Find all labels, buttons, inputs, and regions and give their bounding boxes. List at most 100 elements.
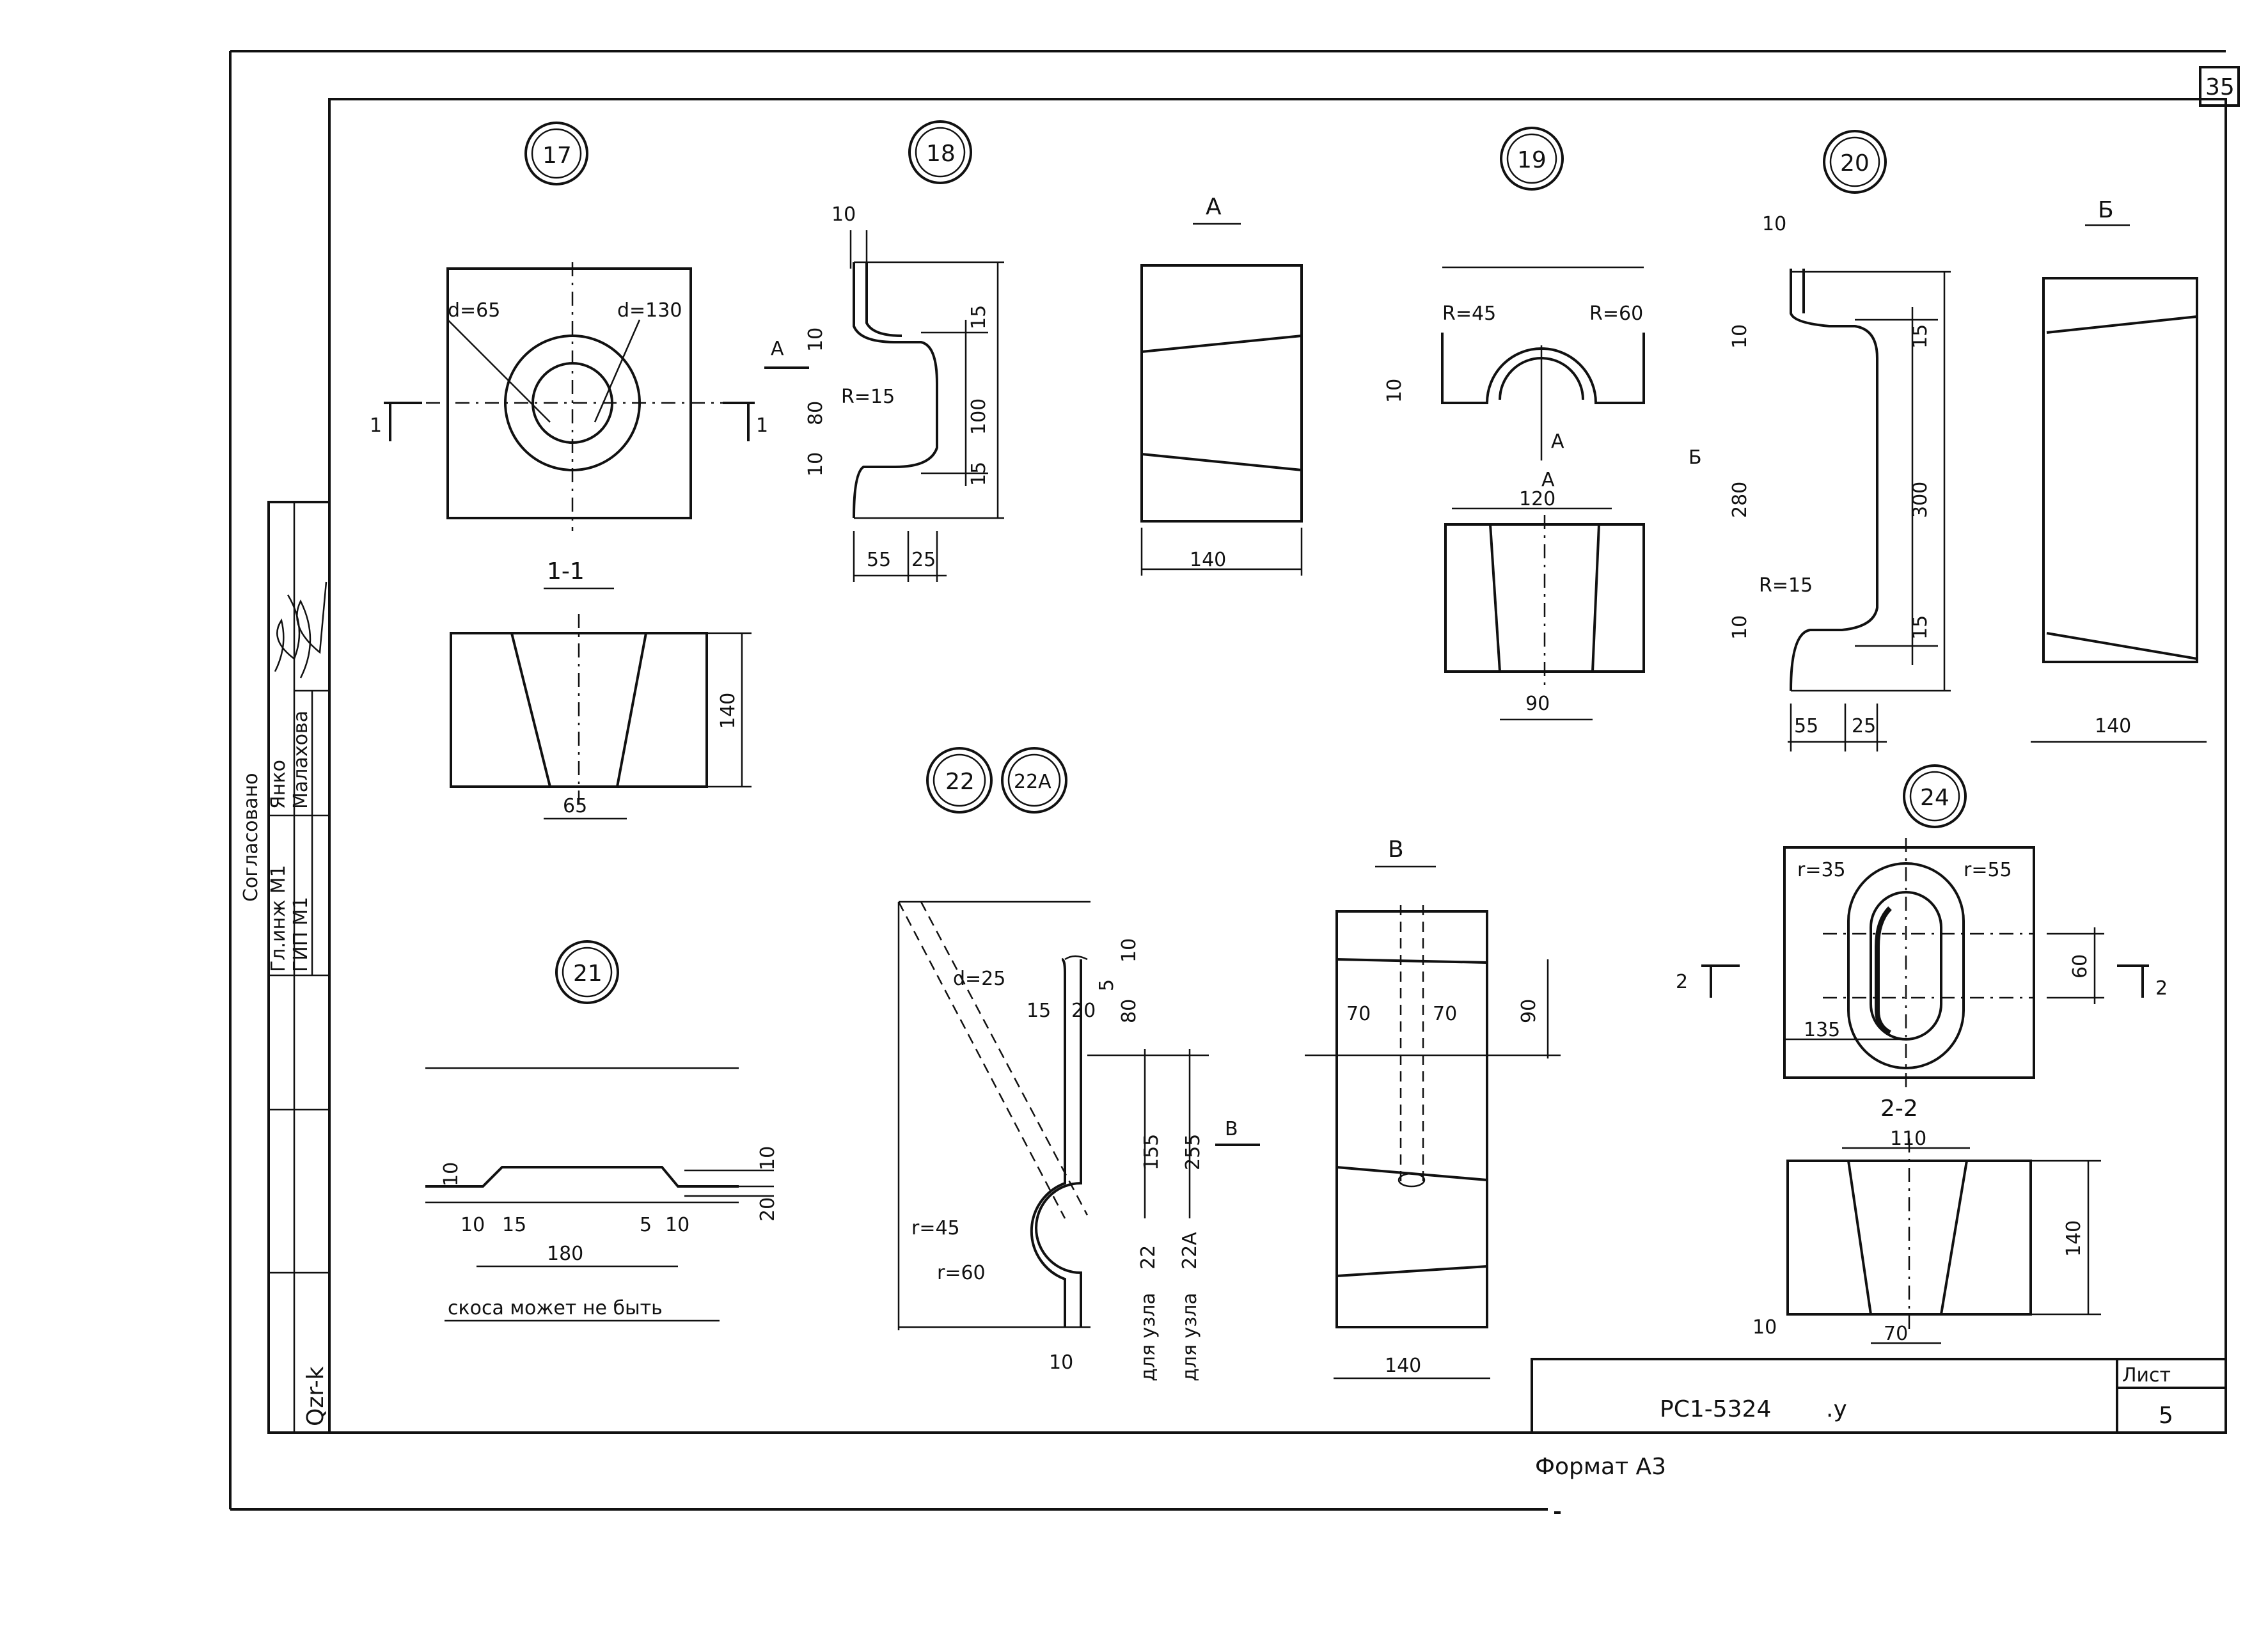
detail-21-w-d: 5 (640, 1214, 652, 1236)
detail-20-dim-bot: 10 (1729, 615, 1751, 640)
detail-20-dim-r3: 15 (1909, 615, 1932, 640)
view-v-w2: 70 (1433, 1003, 1457, 1025)
detail-20-dim-r1: 15 (1909, 324, 1932, 349)
outer-border (229, 50, 2226, 1514)
detail-18-dim-mid: 80 (805, 401, 827, 425)
detail-18-dim-r3: 15 (968, 462, 990, 486)
corner-number: 35 (2205, 74, 2235, 100)
detail-21-w-c: 180 (547, 1243, 583, 1265)
detail-17-d-outer: d=130 (617, 299, 682, 322)
detail-19-thickness: 10 (1383, 379, 1406, 403)
detail-20-number: 20 (1840, 150, 1870, 177)
view-b-cyr-title: Б (2098, 197, 2114, 223)
detail-21-w-e: 10 (665, 1214, 689, 1236)
detail-17-height: 140 (717, 693, 739, 729)
detail-17-number: 17 (542, 143, 572, 169)
detail-24-w: 135 (1804, 1019, 1840, 1041)
detail-22-number: 22 (945, 769, 975, 795)
detail-17-bottom-width: 65 (563, 795, 587, 817)
approval-role-2: ГИП М1 (290, 897, 312, 972)
approval-block: Согласовано Гл.инж М1 ГИП М1 Янко Малахо… (240, 501, 331, 1434)
detail-20-dim-r2: 300 (1909, 482, 1932, 518)
format-label: Формат А3 (1535, 1454, 1666, 1480)
detail-24-top-width: 110 (1890, 1128, 1926, 1150)
detail-24: 24 r=35 r=55 60 135 2 2 2-2 110 140 10 7… (1676, 764, 2168, 1345)
view-a-width: 140 (1190, 549, 1226, 571)
detail-20-width-1: 55 (1794, 715, 1818, 737)
detail-24-h: 60 (2069, 954, 2091, 979)
title-block: РС1-5324 .у Лист 5 Формат А3 (1531, 1358, 2227, 1480)
detail-22-r2: r=60 (937, 1262, 986, 1284)
view-b-cyr: Б 140 (2031, 197, 2207, 743)
detail-24-thickness: 10 (1752, 1316, 1777, 1339)
corner-number-box: 35 (2199, 66, 2240, 107)
view-v: B 70 70 90 140 (1305, 837, 1561, 1380)
detail-18-radius: R=15 (841, 386, 895, 408)
detail-17-d-inner: d=65 (448, 299, 500, 322)
detail-18-dim-bot: 10 (805, 452, 827, 476)
section-2-2-title: 2-2 (1880, 1096, 1918, 1122)
detail-22-h4: 155 (1140, 1134, 1163, 1170)
detail-24-r1: r=35 (1797, 859, 1846, 881)
detail-20-thickness: 10 (1762, 213, 1786, 235)
detail-17-cut-left: 1 (370, 414, 382, 437)
detail-19: 19 R=45 R=60 10 A A 120 90 (1383, 127, 1645, 721)
detail-20-arrow-label: Б (1689, 446, 1702, 469)
detail-22-w1: 15 (1027, 1000, 1051, 1022)
detail-19-number: 19 (1517, 147, 1547, 173)
detail-21-w-a: 10 (461, 1214, 485, 1236)
detail-20-width-2: 25 (1852, 715, 1876, 737)
detail-18-number: 18 (926, 141, 956, 167)
view-v-h: 90 (1518, 999, 1540, 1023)
detail-18-dim-r2: 100 (968, 398, 990, 435)
detail-20-dim-top: 10 (1729, 324, 1751, 349)
detail-18-width-1: 55 (867, 549, 891, 571)
detail-21: 21 10 10 20 10 15 5 10 180 скоса может н… (425, 940, 779, 1322)
detail-19-r1: R=45 (1442, 303, 1496, 325)
view-v-width: 140 (1385, 1355, 1421, 1377)
detail-21-dim-left: 10 (440, 1162, 462, 1186)
view-v-title: B (1388, 837, 1404, 863)
approval-title: Согласовано (240, 773, 262, 902)
detail-18-thickness: 10 (831, 203, 856, 226)
side-stamp: Qzr-k (303, 1366, 329, 1426)
detail-22-note1: для узла (1137, 1293, 1160, 1381)
detail-20-radius: R=15 (1759, 574, 1813, 597)
sheet-number: 5 (2159, 1403, 2173, 1429)
detail-22-h1: 5 (1096, 979, 1118, 991)
detail-24-h2: 140 (2063, 1220, 2085, 1257)
detail-22-ref1: 22 (1137, 1245, 1160, 1270)
view-b-cyr-width: 140 (2095, 715, 2131, 737)
detail-18: 18 10 A 10 80 10 15 100 15 R=15 55 25 (764, 120, 1004, 582)
detail-18-dim-r1: 15 (968, 305, 990, 329)
view-a: A 140 (1140, 194, 1303, 576)
section-1-1-title: 1-1 (547, 558, 585, 585)
signature-2 (296, 581, 327, 679)
detail-24-cut-left: 2 (1676, 971, 1688, 993)
detail-19-bottom-width: 90 (1525, 693, 1550, 715)
detail-20: 20 10 Б 10 280 10 15 300 15 R=15 55 25 (1689, 130, 1951, 751)
doc-suffix: .у (1826, 1396, 1847, 1422)
sheet-label: Лист (2122, 1364, 2171, 1387)
detail-22: 22 22А d=25 r=45 r=60 15 20 5 10 80 155 … (897, 747, 1260, 1381)
detail-22-arrow: B (1225, 1118, 1238, 1140)
doc-code: РС1-5324 (1660, 1396, 1771, 1422)
detail-24-number: 24 (1920, 785, 1949, 811)
detail-21-number: 21 (573, 961, 602, 987)
approval-name-2: Малахова (290, 711, 312, 809)
signature-1 (274, 594, 301, 672)
detail-21-note: скоса может не быть (448, 1297, 663, 1319)
approval-role-1: Гл.инж М1 (267, 865, 290, 972)
detail-22-r1: r=45 (911, 1217, 960, 1239)
detail-22-h3: 80 (1118, 999, 1140, 1023)
detail-19-section-title: A (1541, 469, 1555, 491)
detail-20-dim-mid: 280 (1729, 482, 1751, 518)
detail-22-h2: 10 (1118, 938, 1140, 963)
approval-name-1: Янко (267, 760, 290, 809)
detail-18-width-2: 25 (911, 549, 936, 571)
detail-19-top-width: 120 (1519, 488, 1555, 510)
detail-21-dim-right-2: 20 (757, 1197, 779, 1222)
detail-22-note2: для узла (1179, 1293, 1201, 1381)
detail-18-dim-top: 10 (805, 327, 827, 352)
